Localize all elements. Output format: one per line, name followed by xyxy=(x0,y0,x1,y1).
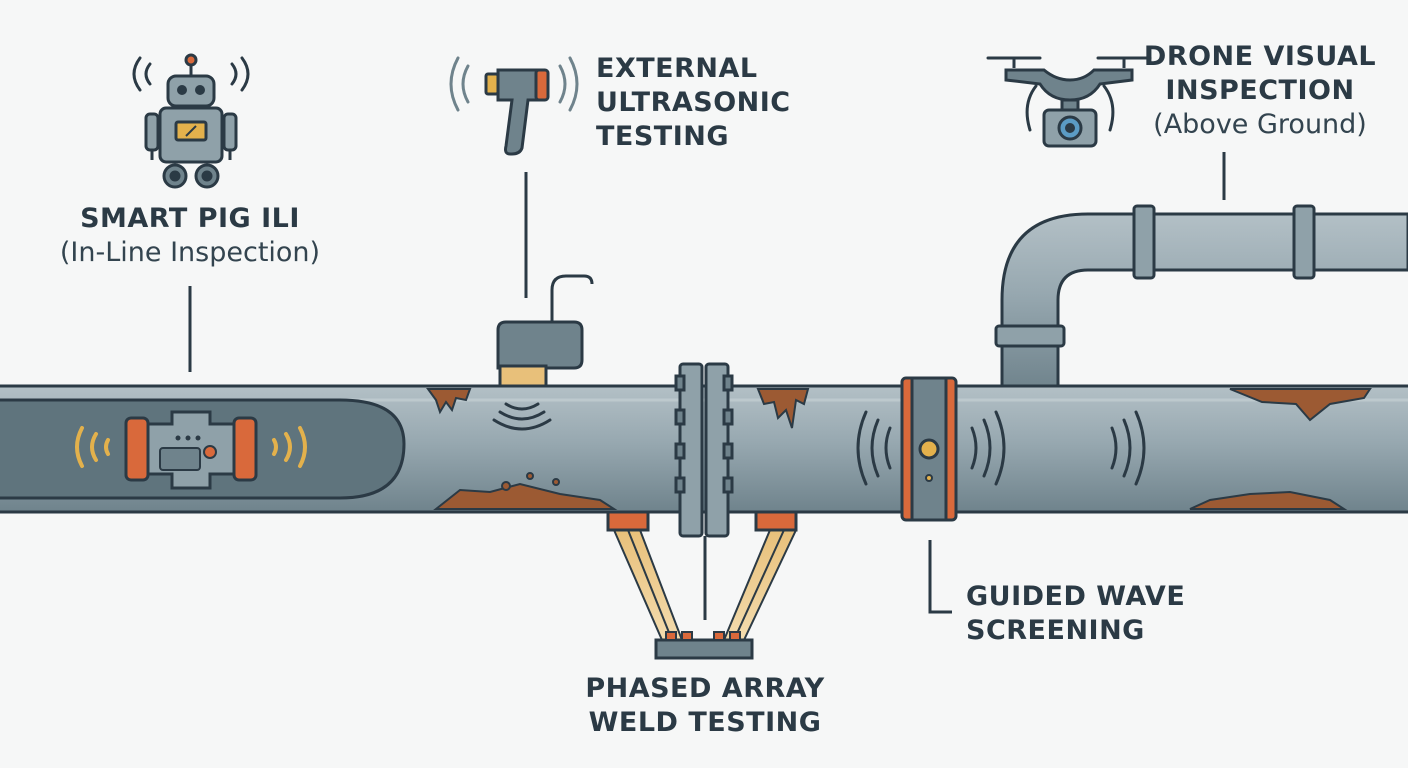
ut-probe-icon xyxy=(492,274,594,431)
external-ut-line3: TESTING xyxy=(596,121,730,152)
label-smart-pig: SMART PIG ILI (In-Line Inspection) xyxy=(40,202,340,270)
label-guided-wave: GUIDED WAVE SCREENING xyxy=(966,580,1185,648)
smart-pig-subtitle: (In-Line Inspection) xyxy=(59,237,321,268)
ultrasonic-gun-icon xyxy=(449,56,579,156)
label-drone: DRONE VISUAL INSPECTION (Above Ground) xyxy=(1140,40,1380,142)
label-external-ut: EXTERNAL ULTRASONIC TESTING xyxy=(596,52,791,154)
phased-array-icon xyxy=(606,510,798,660)
smart-pig-icon xyxy=(75,410,307,490)
phased-array-line2: WELD TESTING xyxy=(588,707,822,738)
weld-flange xyxy=(674,362,734,538)
guided-wave-line1: GUIDED WAVE xyxy=(966,581,1186,612)
leader-lines xyxy=(188,152,1226,620)
external-ut-line2: ULTRASONIC xyxy=(596,87,791,118)
drone-icon xyxy=(986,56,1152,148)
guided-wave-line2: SCREENING xyxy=(966,615,1145,646)
drone-line2: INSPECTION xyxy=(1165,75,1355,106)
guided-wave-collar-icon xyxy=(856,376,1146,522)
smart-pig-title: SMART PIG ILI xyxy=(80,203,300,234)
robot-icon xyxy=(132,53,250,189)
pipe-flange xyxy=(1292,204,1316,280)
drone-line1: DRONE VISUAL xyxy=(1143,41,1377,72)
elevated-pipe xyxy=(994,204,1408,392)
pipe-flange xyxy=(994,324,1066,348)
phased-array-line1: PHASED ARRAY xyxy=(585,673,825,704)
external-ut-line1: EXTERNAL xyxy=(596,53,758,84)
pipe-flange xyxy=(1132,204,1156,280)
label-phased-array: PHASED ARRAY WELD TESTING xyxy=(580,672,830,740)
corrosion-patches xyxy=(426,388,1372,510)
drone-subtitle: (Above Ground) xyxy=(1153,109,1367,140)
